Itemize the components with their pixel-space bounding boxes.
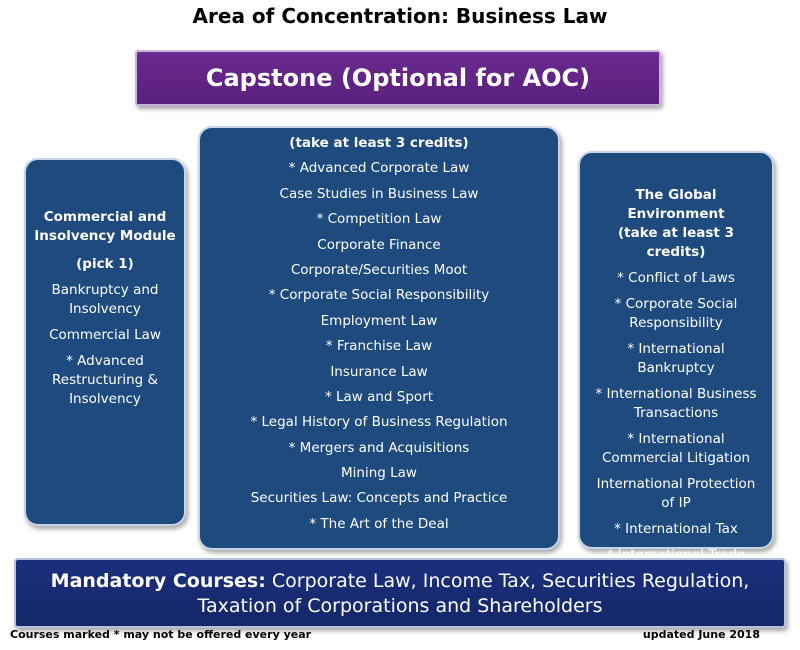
page-title: Area of Concentration: Business Law xyxy=(192,4,608,28)
course-item: * Advanced Corporate Law xyxy=(288,160,470,177)
course-item: * Advanced Restructuring & Insolvency xyxy=(51,353,159,407)
course-item: * International Business Transactions xyxy=(595,386,757,421)
capstone-box: Capstone (Optional for AOC) xyxy=(135,50,661,106)
right-box-subheader: (take at least 3 credits) xyxy=(618,225,734,260)
updated-date: updated June 2018 xyxy=(642,628,760,641)
course-item: * International Tax xyxy=(614,521,738,537)
course-item: Commercial Law xyxy=(49,327,161,343)
course-item: Case Studies in Business Law xyxy=(279,185,479,202)
course-item: * Franchise Law xyxy=(325,338,433,355)
mandatory-courses-box: Mandatory Courses: Corporate Law, Income… xyxy=(14,558,786,628)
course-item: * Corporate Social Responsibility xyxy=(268,287,490,304)
course-item: * Legal History of Business Regulation xyxy=(250,414,508,431)
mandatory-courses-label: Mandatory Courses: xyxy=(50,570,266,592)
mandatory-courses-text: Corporate Law, Income Tax, Securities Re… xyxy=(197,570,750,617)
course-item: * Conflict of Laws xyxy=(617,270,735,286)
course-item: Bankruptcy and Insolvency xyxy=(51,282,159,317)
course-item: * Mergers and Acquisitions xyxy=(288,439,470,456)
course-item: Securities Law: Concepts and Practice xyxy=(250,490,508,507)
course-item: Corporate/Securities Moot xyxy=(290,261,468,278)
course-item: * Law and Sport xyxy=(324,388,434,405)
right-box-header: The Global Environment xyxy=(627,187,725,222)
footnote: Courses marked * may not be offered ever… xyxy=(10,628,312,641)
course-item: * Competition Law xyxy=(316,211,442,228)
commercial-insolvency-module-box: Commercial and Insolvency Module (pick 1… xyxy=(24,158,186,526)
course-item: * The Art of the Deal xyxy=(309,515,449,532)
capstone-label: Capstone (Optional for AOC) xyxy=(205,64,591,92)
course-item: Employment Law xyxy=(320,312,438,329)
left-box-subheader: (pick 1) xyxy=(76,256,134,272)
left-box-header: Commercial and Insolvency Module xyxy=(34,209,176,244)
business-law-electives-box: (take at least 3 credits) * Advanced Cor… xyxy=(198,126,560,550)
center-box-header: (take at least 3 credits) xyxy=(289,135,469,151)
course-item: * International Bankruptcy xyxy=(627,341,725,376)
course-item: Insurance Law xyxy=(330,363,428,380)
course-item: International Protection of IP xyxy=(596,476,756,511)
global-environment-box: The Global Environment (take at least 3 … xyxy=(578,151,774,563)
course-item: Corporate Finance xyxy=(317,236,441,253)
course-item: * Corporate Social Responsibility xyxy=(614,296,738,331)
course-item: Mining Law xyxy=(341,465,417,482)
course-item: * International Commercial Litigation xyxy=(601,431,751,466)
